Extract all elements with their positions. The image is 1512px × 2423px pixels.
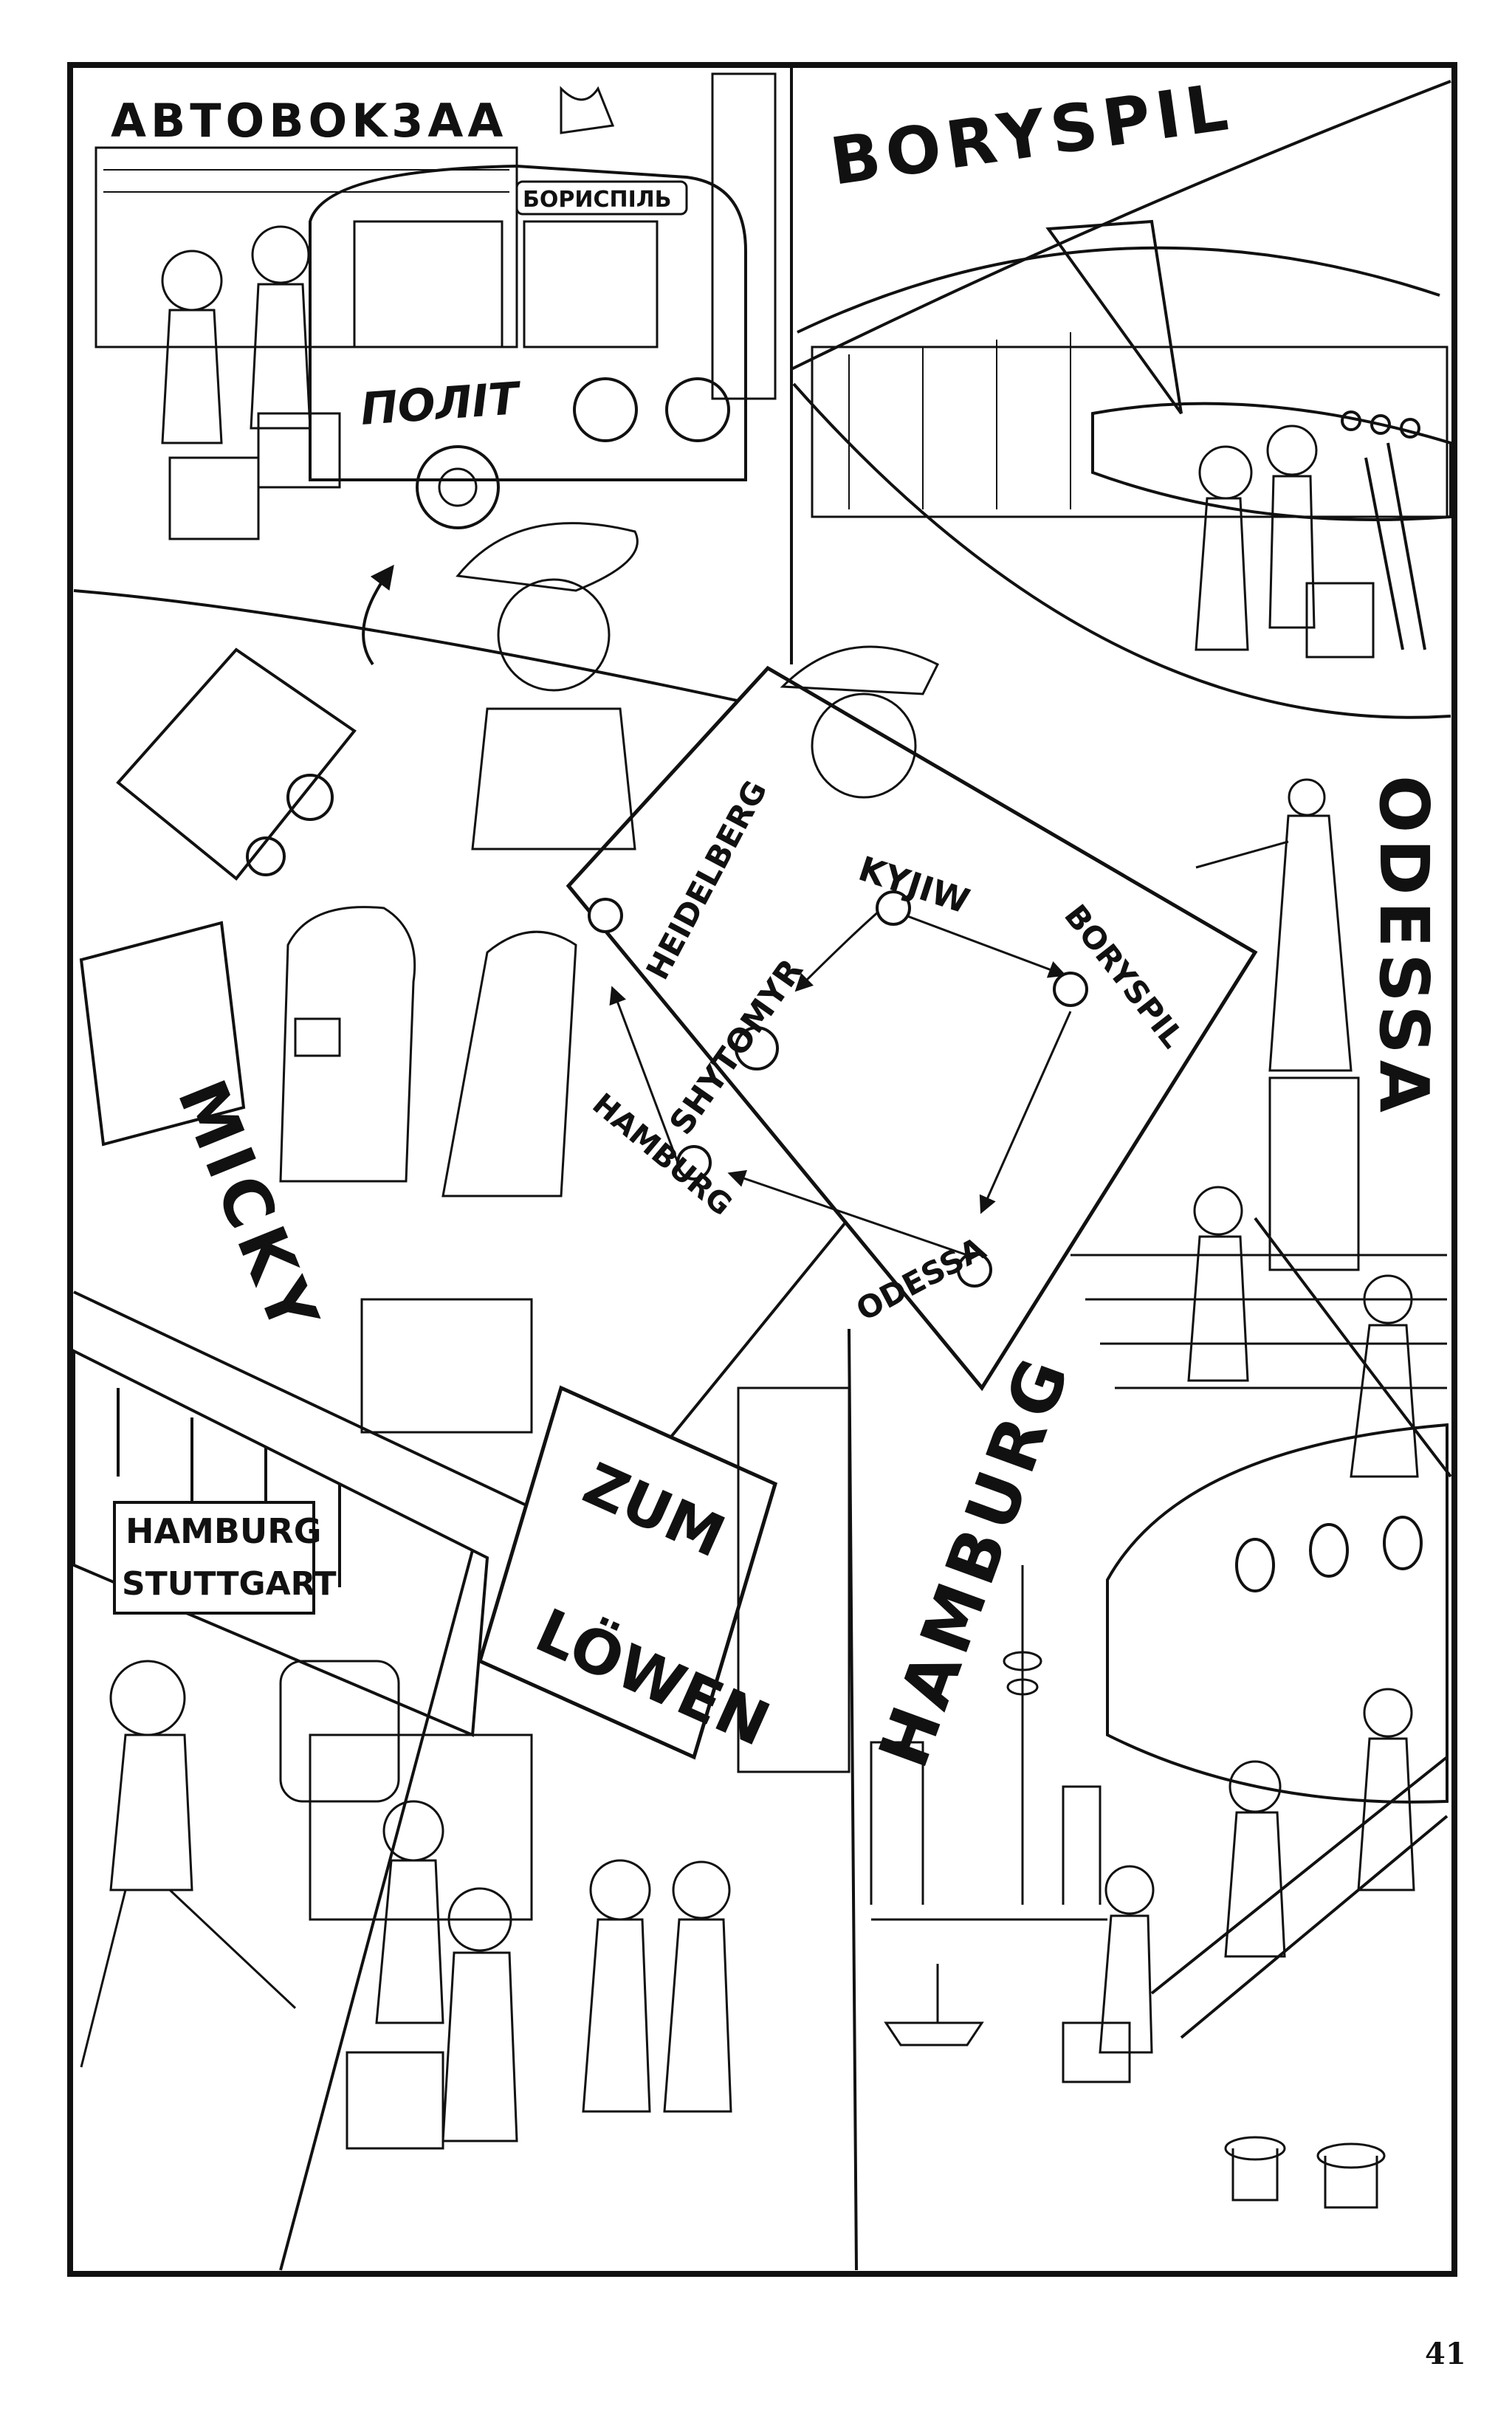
- tower-building: [711, 72, 777, 400]
- odessa-title: ODESSA: [1364, 775, 1443, 1118]
- tv-tower: [1003, 1565, 1042, 1905]
- station-building: [94, 146, 518, 348]
- map-sheet: [566, 665, 1258, 1392]
- destination-board-line1: HAMBURG: [126, 1511, 321, 1551]
- stop-boryspil-marker: [1053, 972, 1088, 1007]
- walking-travellers: [346, 1800, 732, 2150]
- airplane: [1045, 219, 1452, 650]
- destination-board: HAMBURG STUTTGART: [113, 1501, 337, 1615]
- statue: [1195, 778, 1360, 1271]
- terminal-roof: [797, 246, 1440, 334]
- bus-name: ПОЛІТ: [359, 373, 523, 436]
- stop-heidelberg-marker: [588, 898, 623, 933]
- page-frame: [67, 62, 1457, 2277]
- route-map: KYJIW BORYSPIL ODESSA HAMBURG SHYTOMYR H…: [566, 665, 1258, 1392]
- map-holders: [360, 522, 940, 1434]
- bus-station-panel: ABTOBOK3AA БОРИСПІЛЬ ПОЛІТ: [94, 72, 777, 540]
- boarding-travellers: [1195, 425, 1375, 659]
- page-number: 41: [1425, 2337, 1466, 2371]
- tourists-photographing: [1187, 1186, 1419, 1478]
- hamburg-title: HAMBURG: [864, 1343, 1086, 1777]
- stop-odessa-marker: [957, 1252, 992, 1288]
- boat: [884, 1964, 984, 2046]
- running-traveller: [80, 1660, 400, 2068]
- bus-station-sign: ABTOBOK3AA: [111, 94, 507, 148]
- tram: [79, 647, 357, 1147]
- bus-destination-sign: БОРИСПІЛЬ: [523, 187, 672, 213]
- ship: [1106, 1423, 1449, 2039]
- boarding-ship-travellers: [1062, 1688, 1415, 2083]
- micky-panel: MICKY: [79, 647, 416, 1348]
- boryspil-title: BORYSPIL: [826, 68, 1238, 199]
- direction-arrow: [362, 564, 394, 666]
- odessa-steps: [1071, 1254, 1447, 1389]
- stop-kyjiw-marker: [876, 890, 911, 926]
- zum-loewen-panel: ZUM LÖWEN: [309, 1385, 850, 2150]
- destination-board-line2: STUTTGART: [122, 1565, 337, 1603]
- bus: БОРИСПІЛЬ ПОЛІТ: [309, 164, 747, 529]
- travellers-group: [161, 225, 341, 540]
- bollards: [1224, 2136, 1386, 2209]
- harbour-skyline: [870, 1741, 1107, 1921]
- stop-shytomyr-marker: [735, 1026, 779, 1070]
- street-buildings: [309, 1386, 850, 1921]
- terminal-building: [811, 346, 1449, 518]
- odessa-panel: ODESSA: [1071, 775, 1447, 1478]
- boryspil-panel: BORYSPIL: [797, 68, 1452, 659]
- stop-hamburg-marker: [676, 1145, 712, 1180]
- backpack: [279, 906, 416, 1183]
- emblem: [560, 86, 615, 134]
- inn-sign-board: [477, 1385, 778, 1760]
- hamburg-panel: HAMBURG: [864, 1343, 1449, 2209]
- micky-title: MICKY: [162, 1070, 335, 1348]
